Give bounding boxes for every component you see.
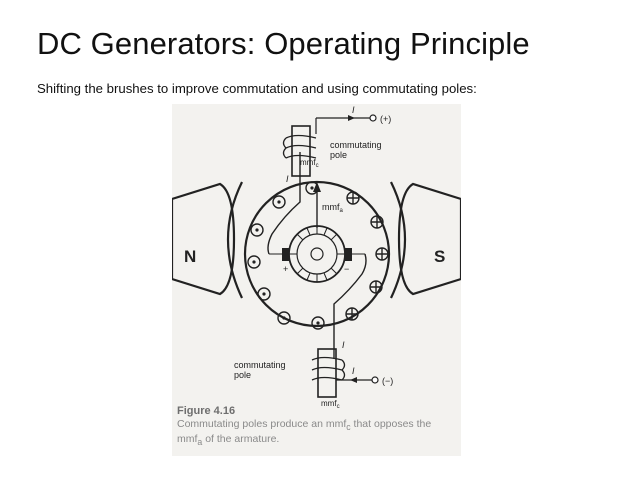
south-pole-piece (399, 184, 461, 294)
top-current-arrow (348, 115, 355, 121)
caption-text-1: Commutating poles produce an mmf (177, 418, 346, 430)
commutating-pole-bottom-label-2: pole (234, 370, 251, 380)
commutating-pole-top-label-2: pole (330, 150, 347, 160)
figure-dc-generator-diagram: + − mmfa (172, 104, 461, 456)
shaft (311, 248, 323, 260)
north-pole-piece (172, 184, 234, 294)
mmf-a-arrowhead (313, 182, 321, 192)
current-right-bottom-label: I (342, 340, 345, 350)
slide-title: DC Generators: Operating Principle (37, 26, 530, 62)
terminal-minus (372, 377, 378, 383)
current-bottom-label: I (352, 366, 355, 376)
south-pole-label: S (434, 247, 445, 266)
slide-subtitle: Shifting the brushes to improve commutat… (37, 81, 477, 96)
bottom-current-arrow (350, 377, 357, 383)
brush-left (282, 248, 289, 261)
commutating-pole-top-label: commutating (330, 140, 382, 150)
brush-plus-label: + (283, 264, 288, 274)
figure-number: Figure 4.16 (177, 405, 457, 417)
current-top-label: I (352, 105, 355, 115)
brush-right (345, 248, 352, 261)
mmf-a-label: mmfa (322, 202, 344, 214)
terminal-plus (370, 115, 376, 121)
terminal-minus-label: (−) (382, 376, 393, 386)
caption-text-3: of the armature. (202, 433, 279, 445)
figure-caption: Figure 4.16 Commutating poles produce an… (177, 405, 457, 448)
commutating-pole-bottom-label: commutating (234, 360, 286, 370)
top-commutating-pole (292, 126, 310, 176)
bottom-commutating-pole (318, 349, 336, 397)
conductors-cross (346, 192, 388, 320)
north-pole-label: N (184, 247, 196, 266)
terminal-plus-label: (+) (380, 114, 391, 124)
current-left-label: I (286, 174, 289, 184)
brush-minus-label: − (344, 264, 349, 274)
armature-current-path-lower (334, 254, 366, 359)
bottom-pole-coil (312, 358, 345, 381)
diagram-svg: + − mmfa (172, 104, 461, 456)
